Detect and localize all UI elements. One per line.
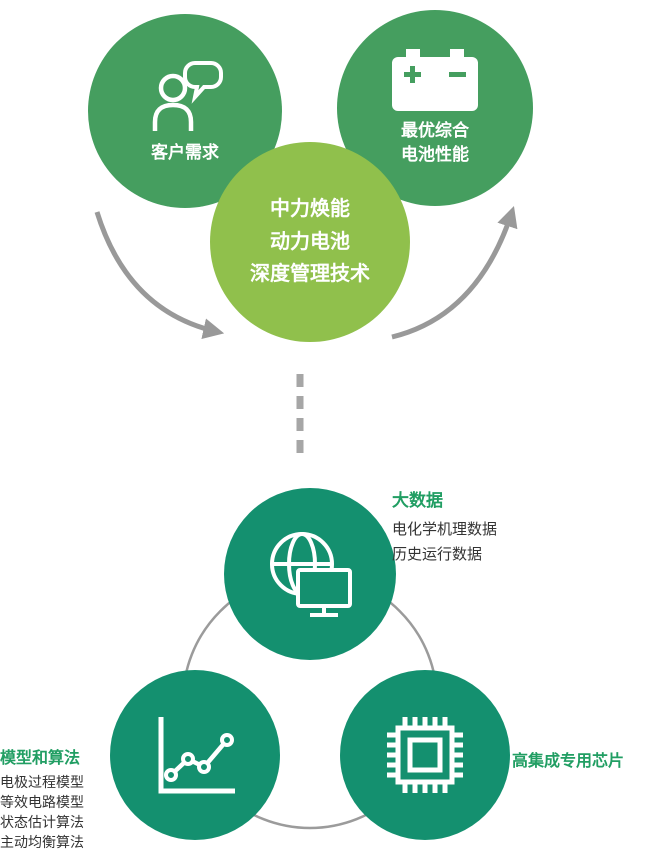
- big-data-title: 大数据: [392, 491, 443, 510]
- big-data-circle: [224, 488, 396, 660]
- core-technology-label: 中力焕能 动力电池 深度管理技术: [250, 193, 370, 290]
- models-algorithms-circle: [110, 670, 280, 840]
- big-data-item: 历史运行数据: [392, 546, 483, 563]
- globe-monitor-icon: [270, 532, 352, 617]
- chip-icon: [387, 717, 463, 793]
- core-technology-line2: 动力电池: [270, 230, 350, 253]
- person-chat-icon: [152, 61, 223, 132]
- big-data-label-block: 大数据 电化学机理数据 历史运行数据: [392, 486, 602, 567]
- core-technology-circle: 中力焕能 动力电池 深度管理技术: [210, 142, 410, 342]
- models-item: 主动均衡算法: [0, 834, 84, 850]
- curved-arrow-left: [94, 211, 225, 340]
- chip-label-block: 高集成专用芯片: [512, 747, 642, 771]
- chip-circle: [340, 670, 510, 840]
- models-title: 模型和算法: [0, 750, 81, 767]
- models-item: 电极过程模型: [0, 774, 84, 790]
- core-technology-line1: 中力焕能: [270, 198, 350, 221]
- battery-performance-line1: 最优综合: [401, 121, 469, 141]
- core-technology-line3: 深度管理技术: [250, 263, 370, 286]
- models-label-block: 模型和算法 电极过程模型 等效电路模型 状态估计算法 主动均衡算法: [0, 744, 118, 852]
- models-item: 等效电路模型: [0, 794, 84, 810]
- battery-icon: [392, 49, 478, 112]
- curved-arrow-right: [391, 206, 518, 340]
- models-items: 电极过程模型 等效电路模型 状态估计算法 主动均衡算法: [0, 772, 118, 852]
- big-data-item: 电化学机理数据: [392, 521, 498, 538]
- customer-needs-label: 客户需求: [151, 143, 219, 163]
- line-chart-icon: [158, 717, 235, 794]
- battery-performance-line2: 电池性能: [401, 145, 469, 164]
- battery-performance-label: 最优综合 电池性能: [401, 119, 469, 167]
- big-data-items: 电化学机理数据 历史运行数据: [392, 517, 602, 567]
- models-item: 状态估计算法: [0, 814, 84, 830]
- chip-title: 高集成专用芯片: [512, 753, 625, 770]
